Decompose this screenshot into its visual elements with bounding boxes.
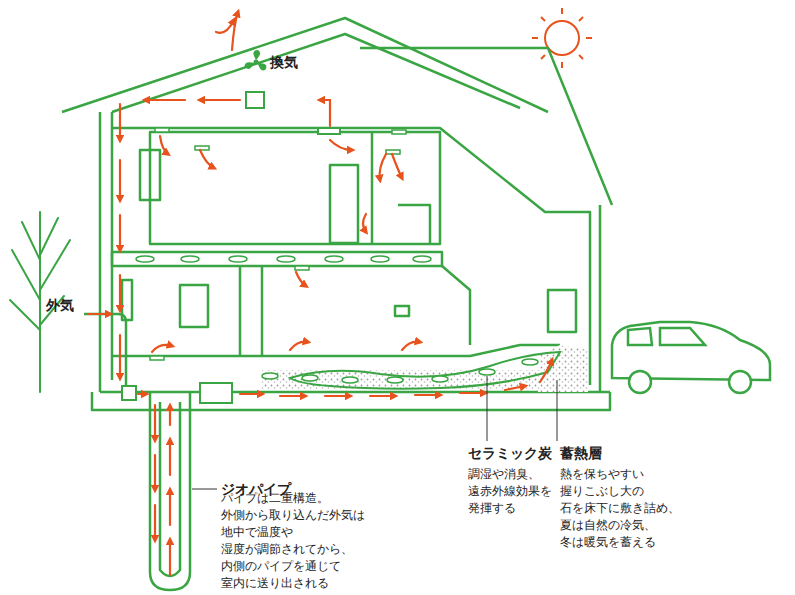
underfloor-vents xyxy=(262,359,538,383)
callout-heading: セラミック炭 xyxy=(468,444,552,462)
ceramic-charcoal xyxy=(290,352,560,389)
house-outline xyxy=(62,18,612,410)
fan-icon xyxy=(244,50,268,72)
outside-air-label: 外気 xyxy=(46,296,74,314)
callout-body: 熱を保ちやすい 握りこぶし大の 石を床下に敷き詰め、 夏は自然の冷気、 冬は暖気… xyxy=(560,466,680,551)
airflow-arrows xyxy=(88,12,552,575)
heat-storage-layer xyxy=(538,345,588,392)
car xyxy=(612,322,770,393)
callout-body: 調湿や消臭、 遠赤外線効果を 発揮する xyxy=(468,466,552,517)
callout-body: パイプは二重構造。 外側から取り込んだ外気は 地中で温度や 湿度が調節されてから… xyxy=(221,490,365,592)
floor-vents xyxy=(136,128,431,360)
callout-heading: 蓄熱層 xyxy=(560,444,602,462)
ventilation-label: 換気 xyxy=(270,53,298,71)
geo-pipe xyxy=(150,392,190,590)
intake-pipe xyxy=(84,314,126,386)
equipment xyxy=(122,92,340,403)
gravel-bed xyxy=(262,370,542,390)
sun-icon xyxy=(532,8,592,68)
